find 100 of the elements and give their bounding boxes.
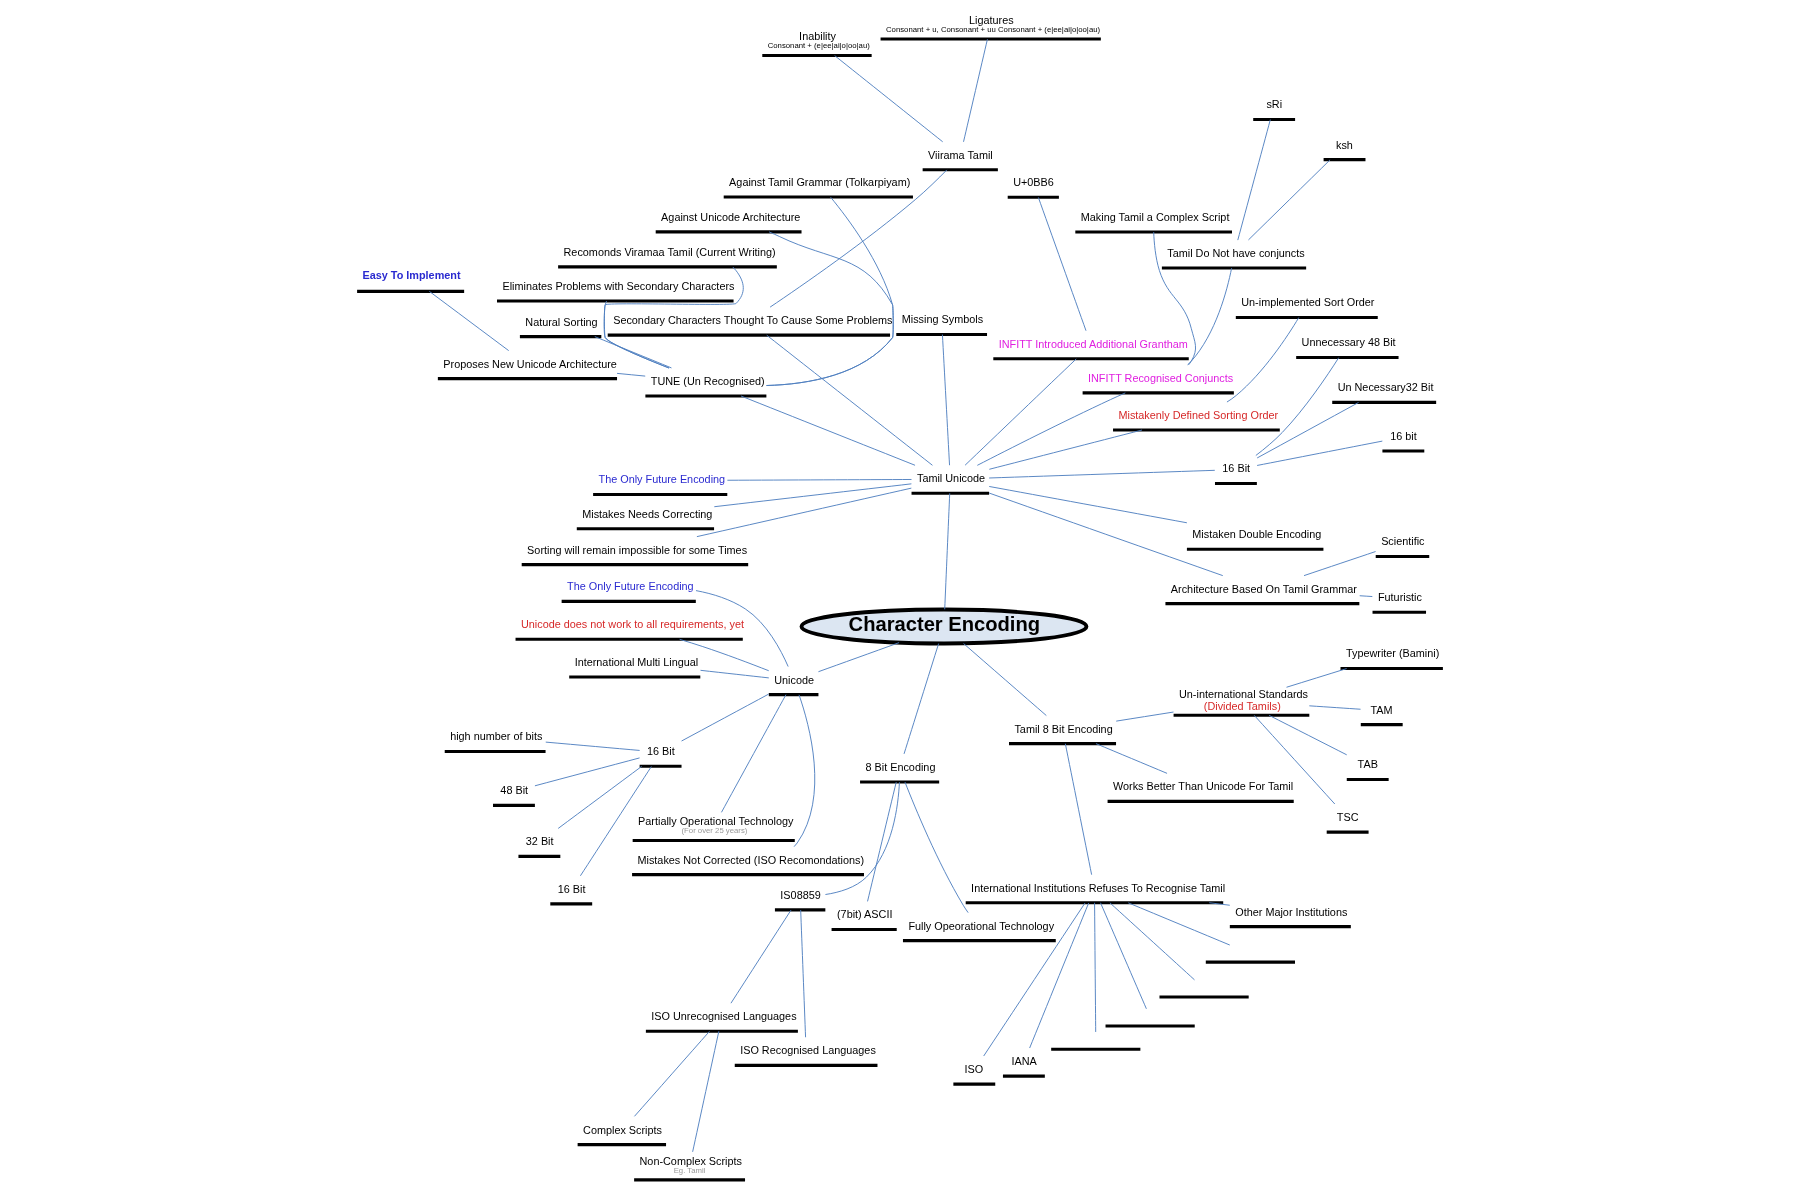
node-text: Viirama Tamil bbox=[928, 148, 993, 161]
connector bbox=[834, 55, 944, 143]
node-text: Non-Complex Scripts Eg. Tamil bbox=[639, 1154, 743, 1175]
connector bbox=[766, 334, 933, 466]
connector bbox=[700, 669, 770, 679]
connector bbox=[603, 300, 670, 369]
node-text: TAM bbox=[1370, 703, 1393, 716]
node-text: Tamil Unicode bbox=[916, 472, 986, 485]
connector bbox=[1100, 902, 1147, 1010]
node-text: ISO bbox=[964, 1063, 984, 1076]
node-text: Fully Opeorational Technology bbox=[908, 919, 1055, 932]
connector bbox=[1095, 743, 1168, 774]
node-text: Typewriter (Bamini) bbox=[1345, 647, 1440, 660]
node-text: IS08859 bbox=[780, 888, 821, 901]
connector bbox=[1308, 705, 1361, 710]
connector bbox=[1303, 551, 1377, 577]
connector bbox=[1064, 743, 1093, 876]
node-text: 32 Bit bbox=[525, 835, 554, 848]
connector bbox=[769, 169, 948, 308]
connector bbox=[988, 486, 1188, 524]
node-text: ksh bbox=[1336, 138, 1353, 151]
connector bbox=[1153, 231, 1196, 366]
node-text: 48 Bit bbox=[500, 784, 529, 797]
connector bbox=[963, 38, 988, 143]
connector bbox=[944, 492, 951, 610]
connector bbox=[904, 781, 969, 914]
node-text: Proposes New Unicode Architecture bbox=[443, 357, 617, 370]
node-text: 16 Bit bbox=[557, 882, 586, 895]
connector bbox=[824, 781, 900, 895]
node-text: Mistakenly Defined Sorting Order bbox=[1118, 408, 1279, 421]
connector bbox=[534, 757, 641, 787]
node-text: Secondary Characters Thought To Cause Some Problems bbox=[613, 314, 893, 327]
connector bbox=[681, 693, 770, 742]
connector bbox=[1094, 902, 1097, 1033]
connector bbox=[1037, 196, 1087, 332]
connector bbox=[603, 266, 744, 369]
connector bbox=[1253, 714, 1336, 805]
connector bbox=[428, 290, 510, 352]
node-bar bbox=[1159, 995, 1249, 999]
node-text: Futuristic bbox=[1377, 591, 1422, 604]
node-text: Against Unicode Architecture bbox=[661, 210, 801, 223]
node-text: INFITT Recognised Conjuncts bbox=[1088, 371, 1234, 384]
node-text: Recomonds Viramaa Tamil (Current Writing) bbox=[563, 245, 776, 258]
connector bbox=[988, 492, 1224, 577]
node-text: 16 Bit bbox=[647, 745, 675, 758]
connector bbox=[696, 487, 912, 538]
connector bbox=[963, 643, 1047, 717]
connector bbox=[579, 766, 652, 877]
connector bbox=[1115, 711, 1174, 722]
node-text: Un Necessary32 Bit bbox=[1337, 381, 1434, 394]
connector bbox=[1208, 902, 1231, 906]
connector bbox=[1268, 714, 1348, 756]
node-text: International Multi Lingual bbox=[574, 655, 699, 668]
connector bbox=[1248, 159, 1331, 241]
node-text: 16 bit bbox=[1390, 429, 1417, 442]
connector bbox=[1226, 317, 1300, 403]
connector bbox=[557, 765, 643, 829]
node-text: Unnecessary 48 Bit bbox=[1301, 336, 1396, 349]
node-text: Easy To Implement bbox=[362, 269, 461, 282]
node-text: Works Better Than Unicode For Tamil bbox=[1113, 780, 1294, 793]
connector bbox=[818, 642, 900, 673]
connector bbox=[1029, 902, 1090, 1049]
node-text: Tamil Do Not have conjuncts bbox=[1167, 246, 1305, 259]
node-text: Mistakes Needs Correcting bbox=[582, 507, 713, 520]
node-text: Complex Scripts bbox=[583, 1123, 663, 1136]
node-text: Eliminates Problems with Secondary Characters bbox=[502, 279, 735, 292]
connector bbox=[1256, 402, 1359, 459]
connector bbox=[634, 1030, 710, 1117]
connector bbox=[766, 196, 894, 386]
connector bbox=[616, 372, 646, 377]
connector bbox=[545, 741, 641, 751]
node-bar bbox=[1205, 960, 1295, 964]
connector bbox=[730, 909, 792, 1004]
connector bbox=[679, 638, 770, 672]
node-text: (7bit) ASCII bbox=[837, 908, 893, 921]
node-text: TUNE (Un Recognised) bbox=[650, 374, 765, 387]
node-text: ISO Unrecognised Languages bbox=[651, 1010, 797, 1023]
connector bbox=[1256, 440, 1383, 466]
connector bbox=[988, 469, 1216, 479]
node-text: high number of bits bbox=[450, 730, 543, 743]
connector bbox=[983, 902, 1086, 1057]
node-text: Mistakes Not Corrected (ISO Recomondations) bbox=[637, 853, 865, 866]
connector bbox=[903, 643, 940, 755]
node-text: TSC bbox=[1336, 811, 1359, 824]
node-text: IANA bbox=[1011, 1055, 1037, 1068]
node-text: 16 Bit bbox=[1222, 462, 1251, 475]
connector bbox=[740, 395, 916, 466]
connector bbox=[1286, 668, 1348, 688]
node-text: U+0BB6 bbox=[1013, 176, 1054, 189]
node-bar bbox=[1105, 1024, 1195, 1028]
node-text: Inability Consonant + (e|ee|ai|o|oo|au) bbox=[767, 30, 870, 51]
connector bbox=[793, 694, 816, 848]
node-text: The Only Future Encoding bbox=[567, 580, 694, 593]
connector bbox=[800, 909, 807, 1038]
node-text: The Only Future Encoding bbox=[598, 473, 726, 486]
connector bbox=[1255, 357, 1340, 456]
node-text: Ligatures Consonant + u, Consonant + uu Consonant + (e|ee|ai|o|oo|au) bbox=[886, 13, 1101, 35]
connector bbox=[1187, 267, 1233, 366]
node-text: Unicode bbox=[774, 673, 815, 686]
connector bbox=[594, 336, 672, 369]
